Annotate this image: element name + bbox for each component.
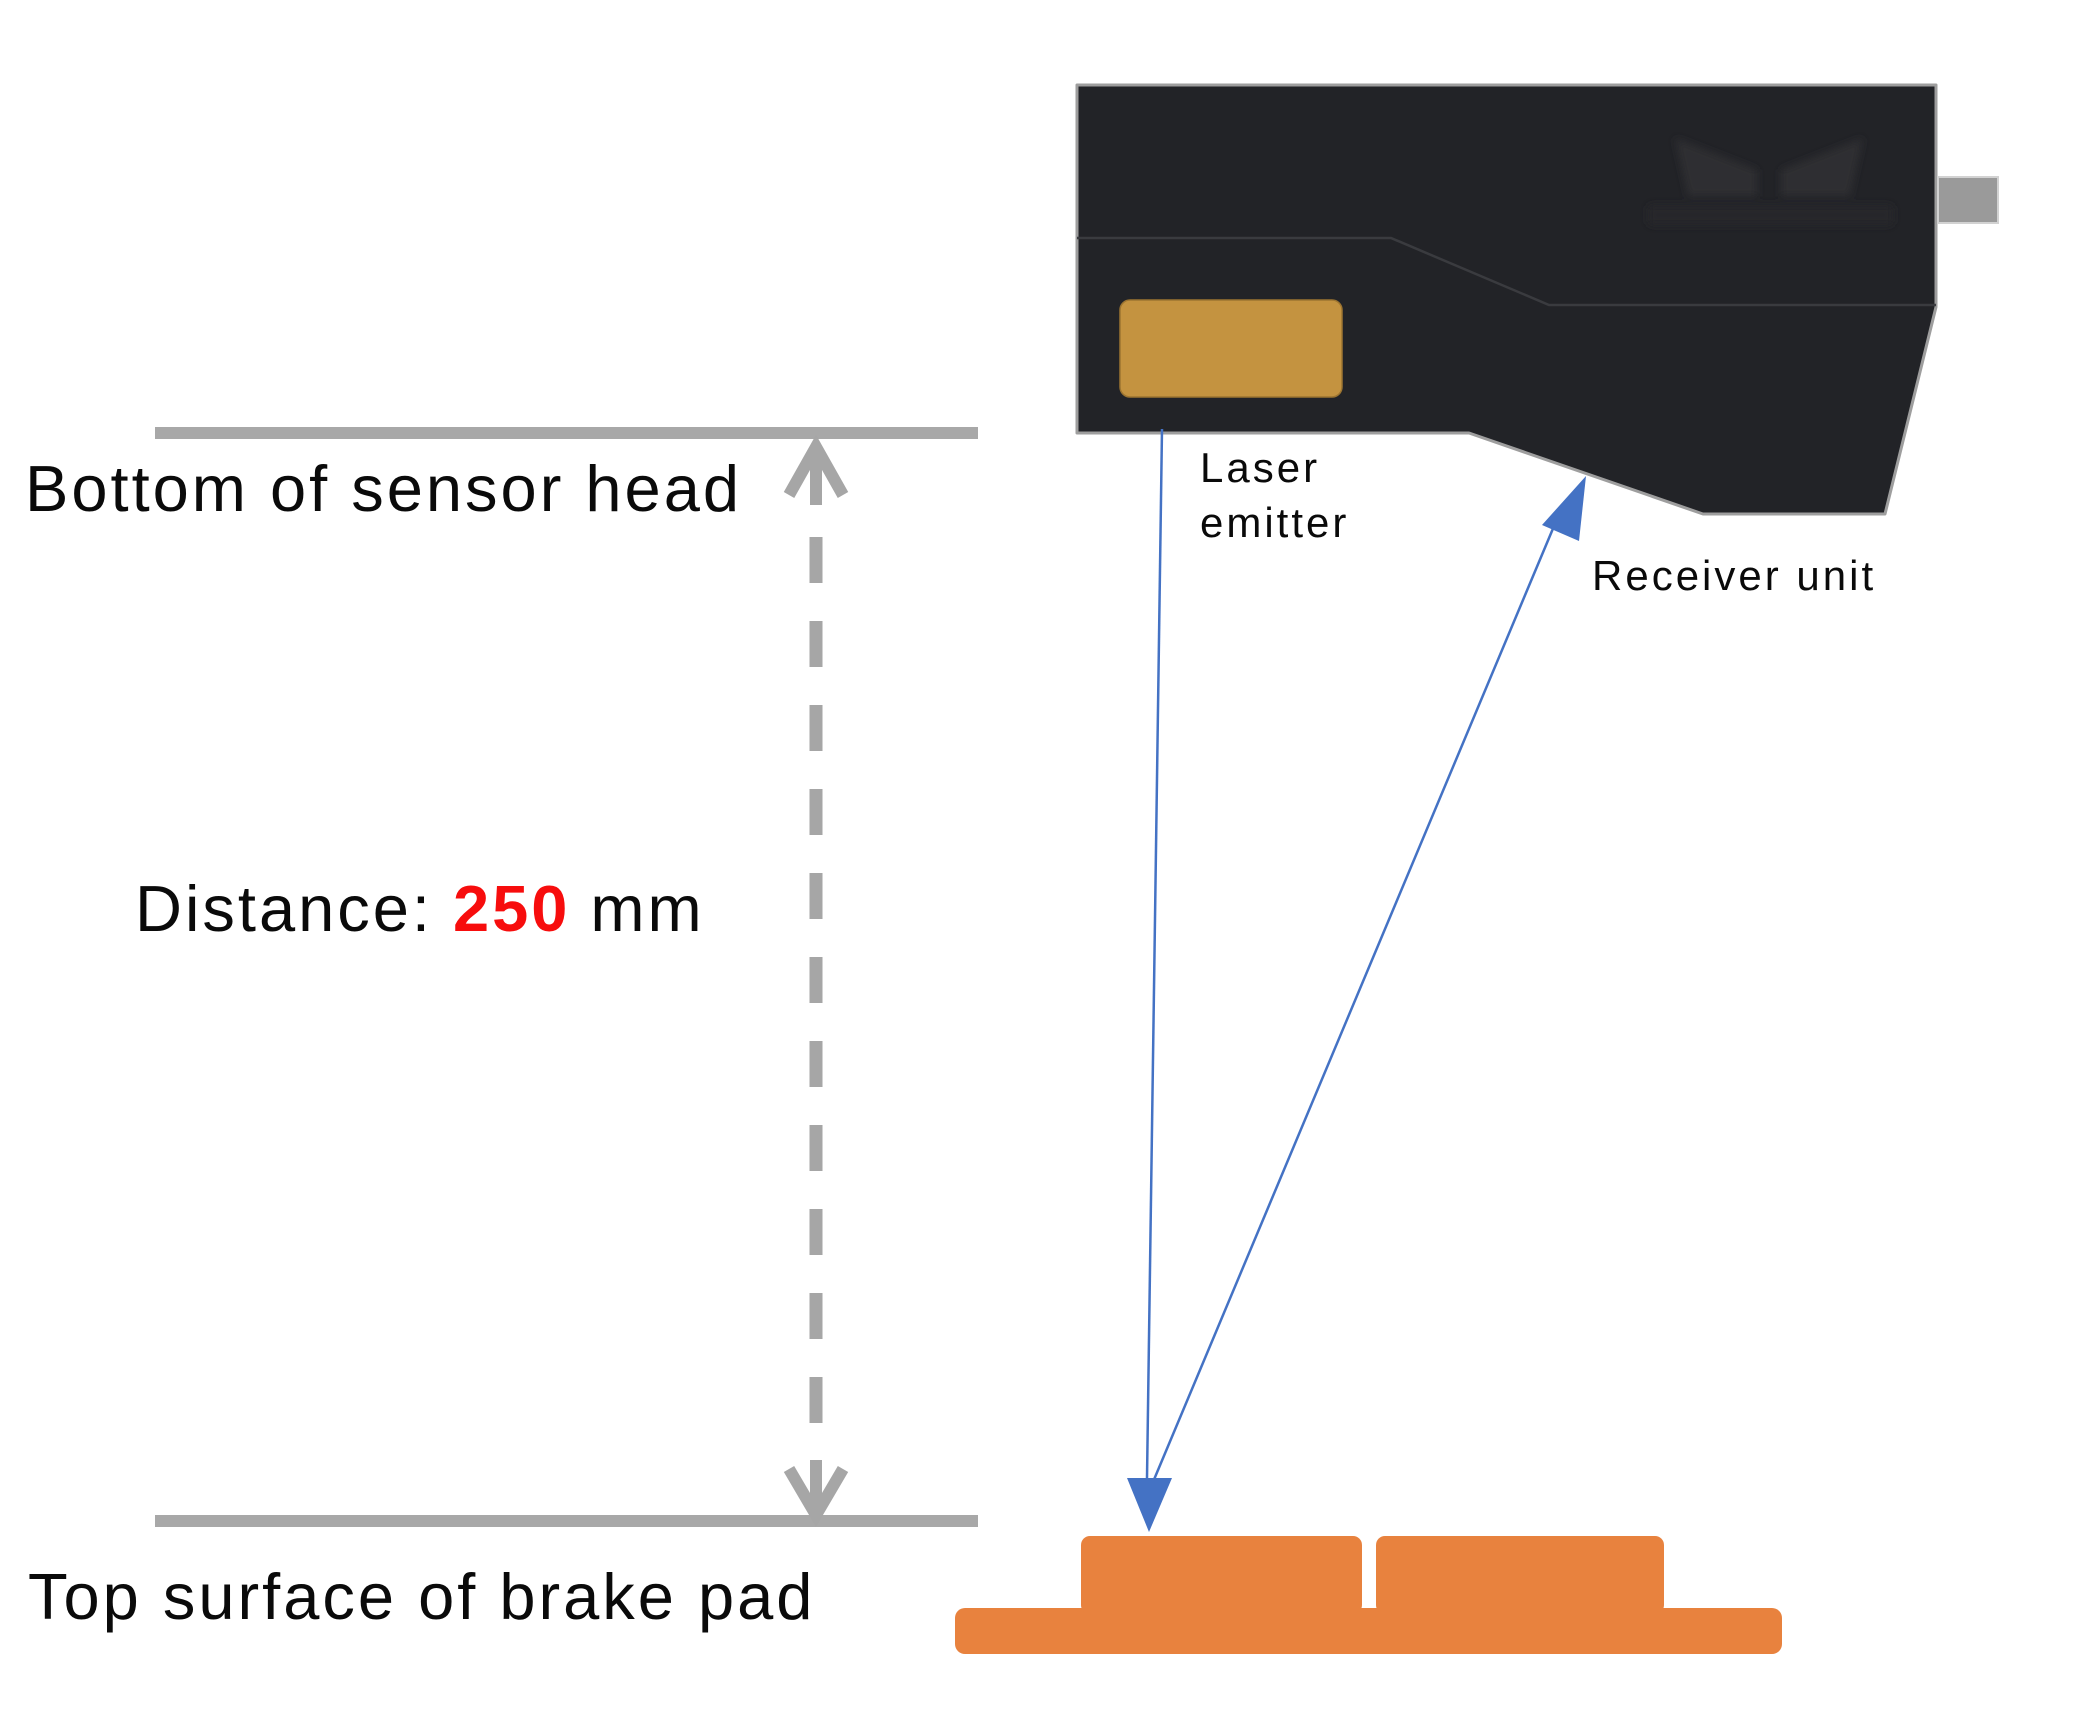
distance-value-text: 250: [452, 872, 571, 945]
dimension-arrow-down-icon: [783, 1465, 849, 1527]
receiver-beam-line: [1151, 518, 1559, 1483]
label-bottom-of-sensor-head: Bottom of sensor head: [25, 452, 742, 525]
brake-pad-surface-reference-line: [155, 1515, 978, 1527]
mech-mind-logo-watermark-icon: [1648, 138, 1893, 225]
brake-pad-base-plate: [955, 1608, 1782, 1654]
brake-pad-left-block: [1081, 1536, 1362, 1614]
distance-prefix-text: Distance:: [135, 872, 433, 945]
sensor-bottom-reference-line: [155, 427, 978, 439]
brake-pad: [955, 1536, 1782, 1654]
distance-annotation: Distance: 250 mm: [135, 872, 705, 946]
sensor-connector-tab: [1937, 176, 1999, 224]
brake-pad-right-block: [1376, 1536, 1664, 1614]
laser-beam-line: [1145, 428, 1164, 1479]
label-receiver-unit: Receiver unit: [1592, 552, 1877, 599]
label-top-surface-of-brake-pad: Top surface of brake pad: [28, 1560, 816, 1633]
laser-emitter-window: [1119, 299, 1343, 398]
laser-spot-arrowhead-icon: [1127, 1478, 1172, 1532]
dimension-arrow-up-icon: [783, 434, 849, 498]
sensor-housing-seam-line: [1077, 236, 1936, 307]
distance-unit-text: mm: [590, 872, 705, 945]
receiver-beam-arrowhead-icon: [1542, 476, 1586, 541]
distance-dimension-line: [783, 434, 849, 1527]
label-laser-emitter: Laser emitter: [1200, 444, 1350, 547]
